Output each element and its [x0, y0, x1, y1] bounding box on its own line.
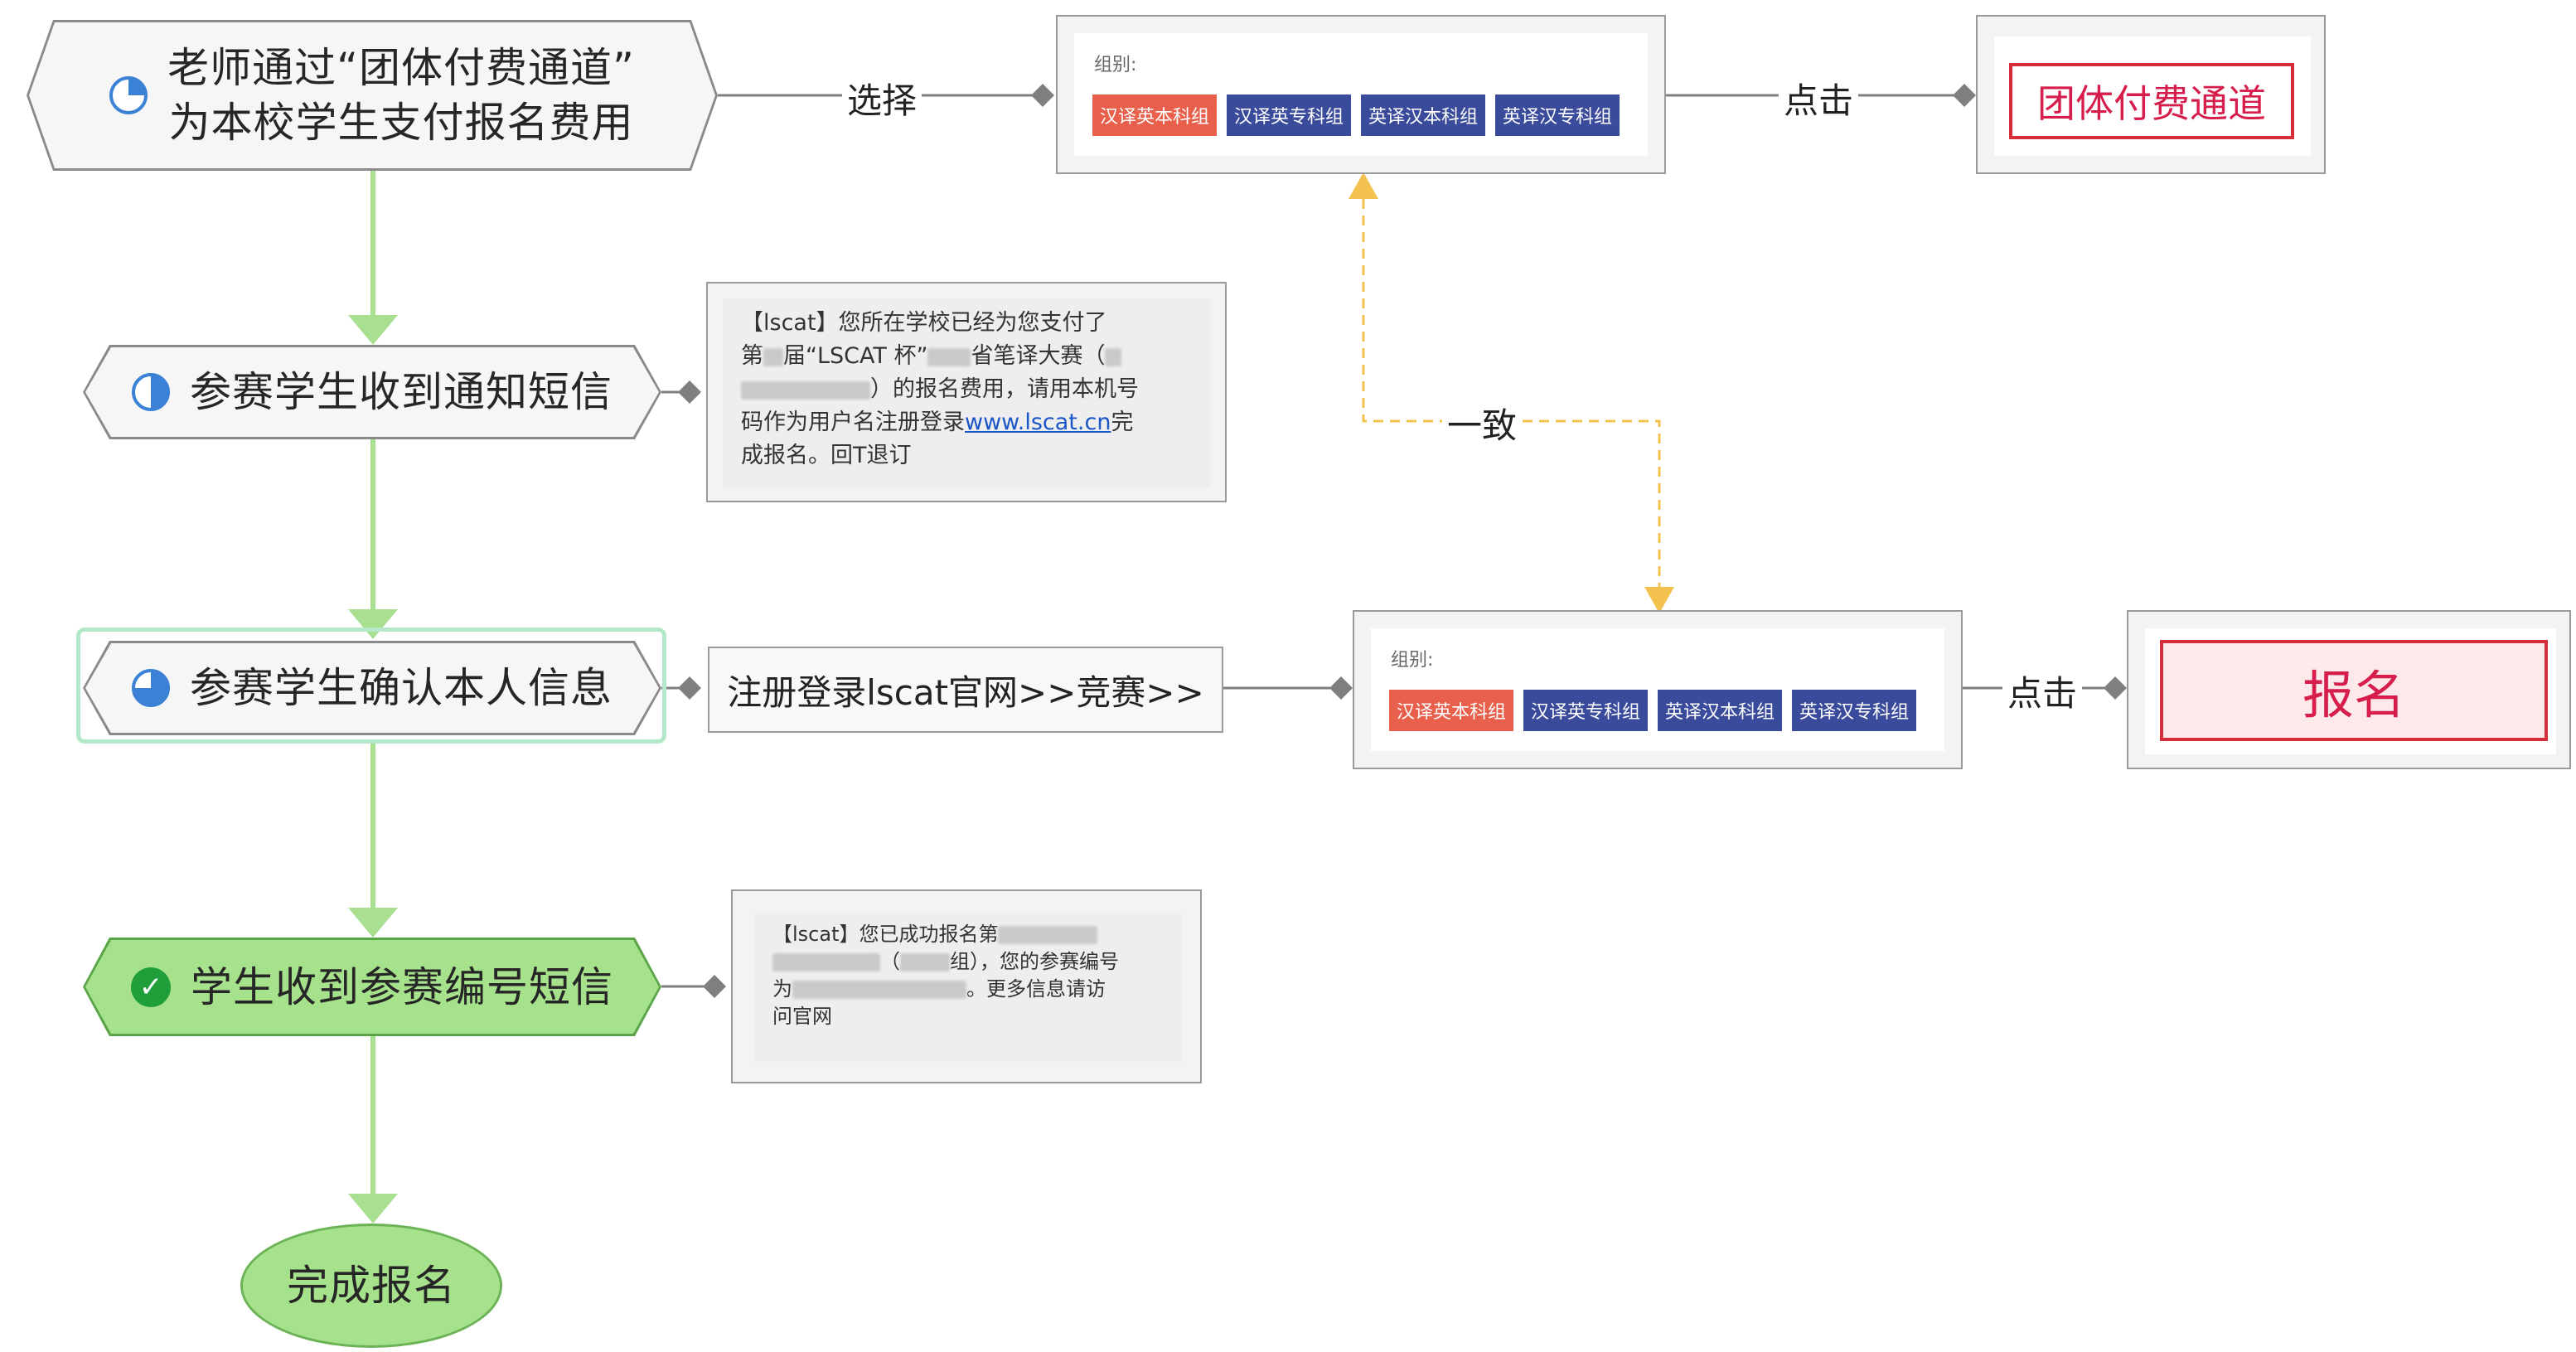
- register-panel: 报名: [2127, 610, 2571, 769]
- consistency-arrowheads: [1349, 172, 1674, 613]
- branch-lines: [661, 94, 2105, 988]
- group-pay-button[interactable]: 团体付费通道: [2009, 63, 2294, 139]
- node-done-label: 完成报名: [287, 1262, 456, 1310]
- sms-number-text: 【lscat】您已成功报名第 （组），您的参赛编号 为。更多信息请访 问官网: [754, 913, 1182, 1062]
- node-receive-notice-label: 参赛学生收到通知短信: [190, 368, 613, 416]
- chip-cn-en-undergrad[interactable]: 汉译英本科组: [1092, 94, 1217, 136]
- node-confirm-info: 参赛学生确认本人信息: [83, 641, 661, 735]
- node-confirm-info-label: 参赛学生确认本人信息: [190, 664, 613, 712]
- chip-cn-en-college[interactable]: 汉译英专科组: [1227, 94, 1351, 136]
- chip-2-en-cn-undergrad[interactable]: 英译汉本科组: [1658, 690, 1782, 731]
- sms-notice-panel: 【lscat】您所在学校已经为您支付了 第届“LSCAT 杯”省笔译大赛（ ）的…: [706, 282, 1227, 502]
- node-receive-number-label: 学生收到参赛编号短信: [191, 962, 613, 1011]
- register-path-text: 注册登录lscat官网>>竞赛>>: [727, 671, 1204, 713]
- group-label-2: 组别:: [1391, 650, 1434, 671]
- node-teacher-pay: 老师通过“团体付费通道” 为本校学生支付报名费用: [27, 20, 718, 171]
- check-icon: ✓: [131, 967, 171, 1007]
- group-panel-2: 组别: 汉译英本科组 汉译英专科组 英译汉本科组 英译汉专科组: [1353, 610, 1963, 769]
- node-receive-notice: 参赛学生收到通知短信: [83, 345, 661, 439]
- node-teacher-pay-label: 老师通过“团体付费通道” 为本校学生支付报名费用: [167, 44, 635, 147]
- edge-label-click-2: 点击: [2002, 666, 2083, 716]
- node-done: 完成报名: [240, 1224, 502, 1348]
- edge-label-select: 选择: [842, 73, 922, 124]
- sms-notice-text: 【lscat】您所在学校已经为您支付了 第届“LSCAT 杯”省笔译大赛（ ）的…: [723, 298, 1210, 487]
- flow-arrowheads: [348, 315, 398, 1224]
- group-label: 组别:: [1094, 55, 1137, 75]
- edge-label-consistent: 一致: [1442, 398, 1523, 448]
- register-button[interactable]: 报名: [2160, 640, 2548, 741]
- chip-2-cn-en-undergrad[interactable]: 汉译英本科组: [1389, 690, 1513, 731]
- chip-en-cn-undergrad[interactable]: 英译汉本科组: [1361, 94, 1485, 136]
- node-confirm-selection-frame: [76, 628, 666, 744]
- edge-label-click-1: 点击: [1779, 73, 1859, 124]
- consistency-link: [1362, 199, 1661, 590]
- progress-half-icon: [132, 373, 170, 411]
- chip-2-en-cn-college[interactable]: 英译汉专科组: [1792, 690, 1916, 731]
- chip-en-cn-college[interactable]: 英译汉专科组: [1495, 94, 1620, 136]
- lscat-link[interactable]: www.lscat.cn: [965, 409, 1111, 435]
- progress-quarter-icon: [109, 76, 148, 114]
- register-path-box: 注册登录lscat官网>>竞赛>>: [708, 647, 1223, 733]
- group-panel-1: 组别: 汉译英本科组 汉译英专科组 英译汉本科组 英译汉专科组: [1056, 15, 1666, 174]
- sms-number-panel: 【lscat】您已成功报名第 （组），您的参赛编号 为。更多信息请访 问官网: [731, 889, 1202, 1083]
- node-receive-number: ✓ 学生收到参赛编号短信: [83, 938, 661, 1036]
- progress-three-quarter-icon: [132, 669, 170, 707]
- group-pay-panel: 团体付费通道: [1976, 15, 2326, 174]
- chip-2-cn-en-college[interactable]: 汉译英专科组: [1523, 690, 1648, 731]
- branch-diamonds: [678, 84, 2127, 998]
